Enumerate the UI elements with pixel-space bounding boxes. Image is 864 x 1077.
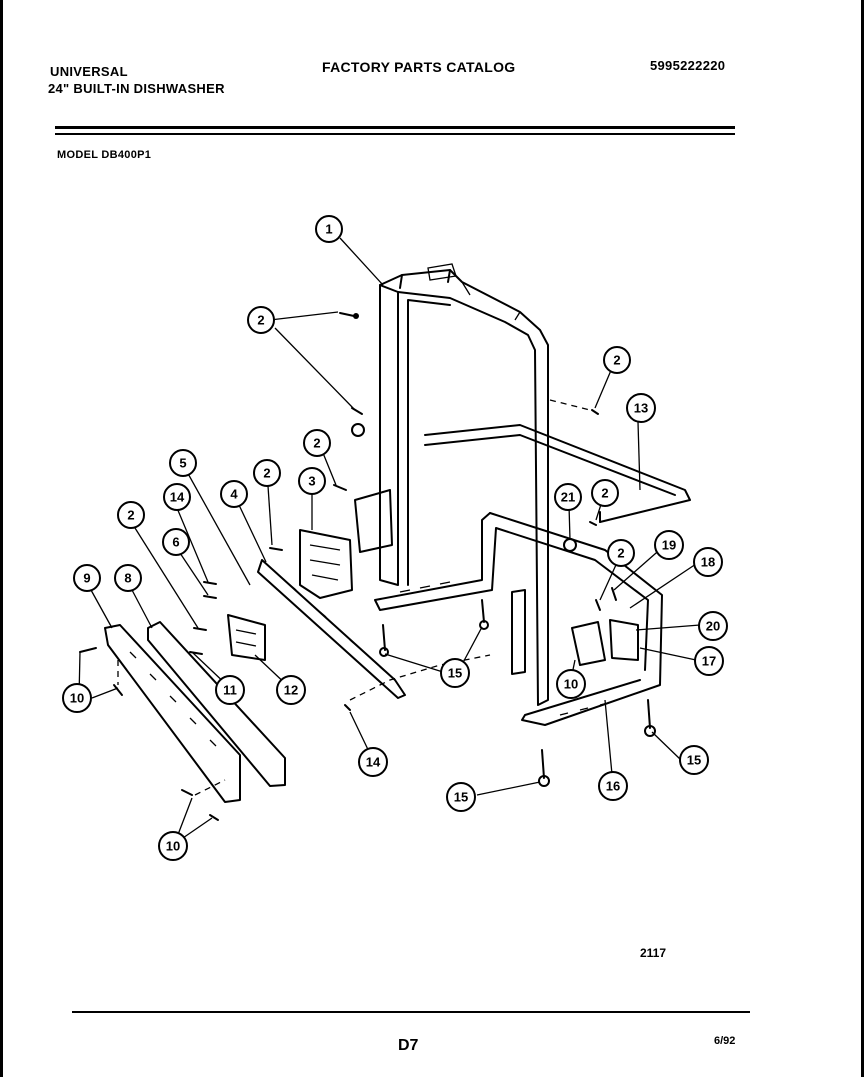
- callout-2d: 2: [253, 459, 281, 487]
- diagram-code: 2117: [640, 946, 667, 960]
- svg-text:16: 16: [606, 779, 620, 794]
- svg-text:11: 11: [223, 683, 237, 698]
- callout-2a: 2: [247, 306, 275, 334]
- svg-text:10: 10: [166, 839, 180, 854]
- callout-3: 3: [298, 467, 326, 495]
- callout-12: 12: [276, 675, 306, 705]
- callout-4: 4: [220, 480, 248, 508]
- callout-2g: 2: [607, 539, 635, 567]
- callout-16: 16: [598, 771, 628, 801]
- callout-10c: 10: [158, 831, 188, 861]
- valve-part-3: [299, 489, 393, 599]
- screws: [79, 312, 656, 821]
- left-edge-line: [0, 0, 3, 1077]
- svg-text:21: 21: [561, 490, 575, 505]
- svg-text:12: 12: [284, 683, 298, 698]
- bracket-part-10-right: [511, 589, 526, 675]
- svg-text:1: 1: [325, 222, 332, 237]
- callout-5: 5: [169, 449, 197, 477]
- panel-part-9: [104, 624, 241, 803]
- svg-text:5: 5: [179, 456, 186, 471]
- svg-text:14: 14: [366, 755, 381, 770]
- callout-19: 19: [654, 530, 684, 560]
- callout-13: 13: [626, 393, 656, 423]
- svg-text:15: 15: [454, 790, 468, 805]
- svg-text:15: 15: [687, 753, 701, 768]
- bracket-part-4: [257, 559, 406, 699]
- right-edge-line: [861, 0, 864, 1077]
- catalog-title: FACTORY PARTS CATALOG: [322, 59, 516, 75]
- svg-text:6: 6: [172, 535, 179, 550]
- svg-text:2: 2: [313, 436, 320, 451]
- callout-2f: 2: [591, 479, 619, 507]
- callout-15c: 15: [679, 745, 709, 775]
- callout-18: 18: [693, 547, 723, 577]
- switch-part-12: [227, 614, 266, 661]
- catalog-part-number: 5995222220: [650, 58, 726, 73]
- rail-part-13: [424, 424, 691, 523]
- svg-text:2: 2: [257, 313, 264, 328]
- header-rule-thick: [55, 126, 735, 129]
- svg-text:2: 2: [617, 546, 624, 561]
- callout-2b: 2: [603, 346, 631, 374]
- svg-text:18: 18: [701, 555, 715, 570]
- svg-text:3: 3: [308, 474, 315, 489]
- callout-6: 6: [162, 528, 190, 556]
- revision-date: 6/92: [714, 1035, 736, 1047]
- callout-2e: 2: [117, 501, 145, 529]
- callout-17: 17: [694, 646, 724, 676]
- svg-text:15: 15: [448, 666, 462, 681]
- panel-part-8: [147, 621, 286, 787]
- svg-text:2: 2: [601, 486, 608, 501]
- svg-text:2: 2: [263, 466, 270, 481]
- svg-text:8: 8: [124, 571, 131, 586]
- model-number: MODEL DB400P1: [57, 149, 152, 161]
- callout-10b: 10: [556, 669, 586, 699]
- callout-1: 1: [315, 215, 343, 243]
- svg-text:9: 9: [83, 571, 90, 586]
- svg-text:2: 2: [613, 353, 620, 368]
- callout-14b: 14: [358, 747, 388, 777]
- callout-11: 11: [215, 675, 245, 705]
- callout-15a: 15: [440, 658, 470, 688]
- callout-10a: 10: [62, 683, 92, 713]
- footer-rule: [72, 1011, 750, 1013]
- svg-text:10: 10: [564, 677, 578, 692]
- callout-9: 9: [73, 564, 101, 592]
- page-number: D7: [398, 1037, 419, 1054]
- callout-21: 21: [554, 483, 582, 511]
- svg-text:17: 17: [702, 654, 716, 669]
- svg-text:14: 14: [170, 490, 185, 505]
- frame-part-1: [379, 263, 549, 706]
- callout-2c: 2: [303, 429, 331, 457]
- svg-text:13: 13: [634, 401, 648, 416]
- callout-20: 20: [698, 611, 728, 641]
- callout-14a: 14: [163, 483, 191, 511]
- brand-name: UNIVERSAL: [50, 64, 128, 79]
- product-line: 24" BUILT-IN DISHWASHER: [48, 81, 225, 96]
- part-20-assembly: [571, 619, 639, 666]
- svg-text:20: 20: [706, 619, 720, 634]
- callout-8: 8: [114, 564, 142, 592]
- header-rule-thin: [55, 133, 735, 135]
- svg-text:4: 4: [230, 487, 238, 502]
- svg-text:10: 10: [70, 691, 84, 706]
- svg-text:2: 2: [127, 508, 134, 523]
- svg-text:19: 19: [662, 538, 676, 553]
- callout-15b: 15: [446, 782, 476, 812]
